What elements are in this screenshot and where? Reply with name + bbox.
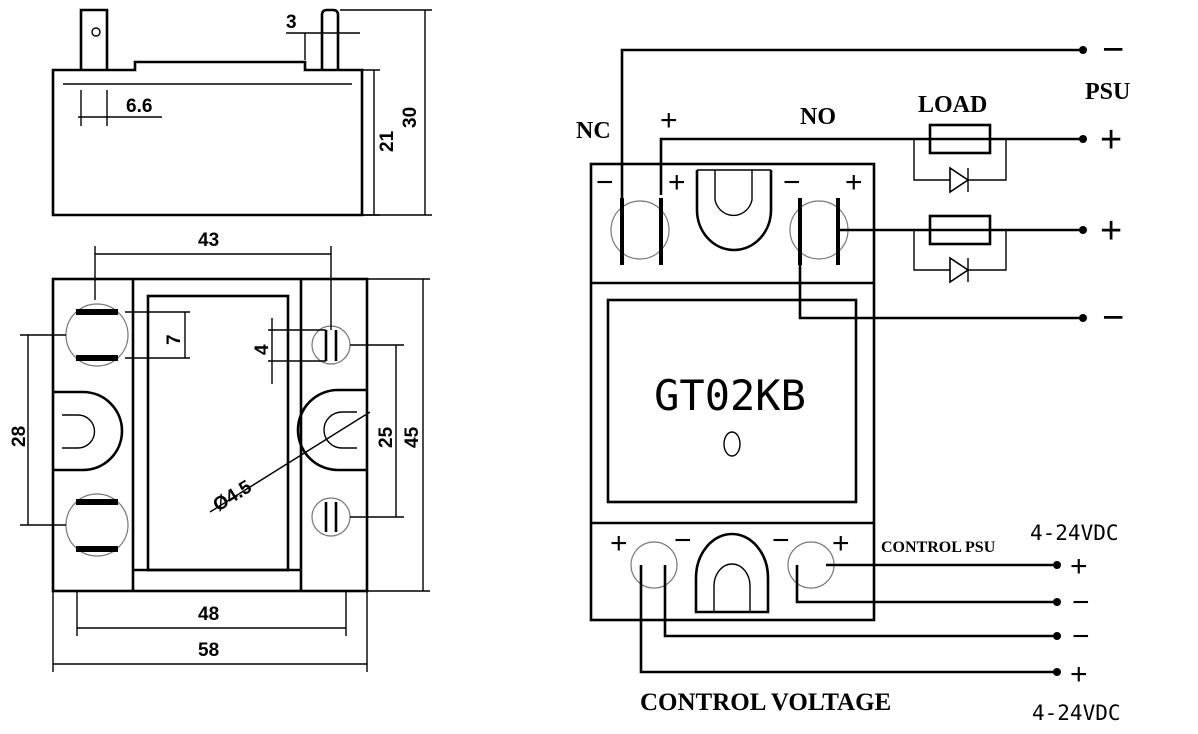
top-view-terminal-right-lower	[311, 497, 351, 537]
terminal-dot	[1079, 226, 1087, 234]
terminal-no	[789, 198, 849, 265]
control-minus-sign-2: −	[1072, 620, 1090, 653]
wire-control-psu-minus	[795, 565, 1057, 604]
top-view: 43 7 4 28 25 45 Ø4.5 48	[9, 230, 430, 672]
load-label: LOAD	[918, 92, 987, 118]
top-view-terminal-left-lower	[65, 493, 129, 557]
control-psu-label: CONTROL PSU	[881, 539, 996, 556]
dim-terminal-offset: 7	[164, 334, 185, 345]
side-view-pin-left	[79, 8, 109, 70]
terminal-dot	[1053, 632, 1061, 640]
wire-control-voltage-minus	[663, 565, 1057, 638]
dim-total-width: 58	[198, 640, 219, 661]
nc-plus-sign: +	[668, 166, 686, 199]
control-plus-sign-2: +	[1070, 658, 1088, 691]
relay-label-area	[606, 298, 858, 504]
dim-mount-width: 48	[198, 604, 219, 625]
psu-plus-sign-2: +	[1100, 210, 1122, 252]
pin-hole	[91, 27, 101, 37]
nc-label: NC	[576, 118, 611, 144]
control-minus-sign: −	[1072, 586, 1090, 619]
dim-body-depth: 45	[402, 426, 423, 448]
bottom-minus-left: −	[674, 524, 692, 557]
top-mount-slot	[695, 170, 773, 252]
voltage-range-top: 4-24VDC	[1030, 521, 1119, 545]
no-minus-sign: −	[783, 166, 801, 199]
psu-minus-sign: −	[1102, 29, 1124, 71]
bottom-minus-right: −	[772, 524, 790, 557]
relay-body	[589, 162, 876, 622]
terminal-dot	[1053, 561, 1061, 569]
terminal-dot	[1079, 314, 1087, 322]
terminal-nc	[610, 198, 670, 265]
terminal-dot	[1079, 46, 1087, 54]
load-2	[913, 214, 1007, 284]
top-plus-outer: +	[660, 104, 678, 137]
bottom-mount-slot	[694, 532, 770, 614]
wiring-diagram: GT02KB	[576, 29, 1130, 725]
control-voltage-label: CONTROL VOLTAGE	[640, 689, 891, 716]
dim-body-height: 21	[377, 130, 398, 152]
dim-mount-spacing-left: 28	[9, 426, 30, 447]
dim-pin-offset: 6.6	[126, 96, 152, 117]
psu-label: PSU	[1085, 79, 1130, 105]
dim-pin-width: 3	[286, 12, 297, 33]
dim-hole-diameter: Ø4.5	[210, 476, 256, 516]
wire-nc-psu-minus	[620, 48, 1083, 265]
psu-minus-sign-2: −	[1102, 297, 1124, 339]
top-view-mount-slot-right	[296, 388, 367, 472]
wire-psu-plus-1	[659, 137, 1083, 195]
top-view-terminal-right-upper	[311, 325, 351, 365]
side-view: 3 6.6 21 30	[51, 8, 432, 217]
wire-control-voltage-plus	[639, 565, 1057, 674]
load-1	[913, 123, 1007, 194]
no-plus-sign: +	[845, 166, 863, 199]
wire-psu-minus-2	[798, 265, 1083, 320]
terminal-dot	[1053, 668, 1061, 676]
control-plus-sign: +	[1070, 550, 1088, 583]
bottom-plus-left: +	[610, 527, 628, 560]
voltage-range-bottom: 4-24VDC	[1032, 701, 1121, 725]
side-view-body	[51, 60, 364, 217]
dim-total-height: 30	[400, 107, 421, 128]
side-view-pin-right	[320, 8, 340, 70]
terminal-control-left	[630, 541, 678, 589]
bottom-plus-right: +	[832, 527, 850, 560]
terminal-dot	[1079, 135, 1087, 143]
indicator-led	[723, 431, 741, 457]
model-label: GT02KB	[654, 371, 806, 420]
dim-mount-spacing-right: 25	[376, 426, 397, 448]
top-view-mount-slot-left	[53, 390, 124, 472]
top-view-terminal-left-upper	[65, 303, 129, 367]
no-label: NO	[800, 104, 836, 130]
nc-minus-sign: −	[596, 166, 614, 199]
psu-plus-sign-1: +	[1100, 119, 1122, 161]
top-view-body	[51, 277, 369, 593]
dim-small-terminal: 4	[252, 344, 273, 355]
terminal-dot	[1053, 598, 1061, 606]
dim-top-width: 43	[198, 230, 219, 251]
